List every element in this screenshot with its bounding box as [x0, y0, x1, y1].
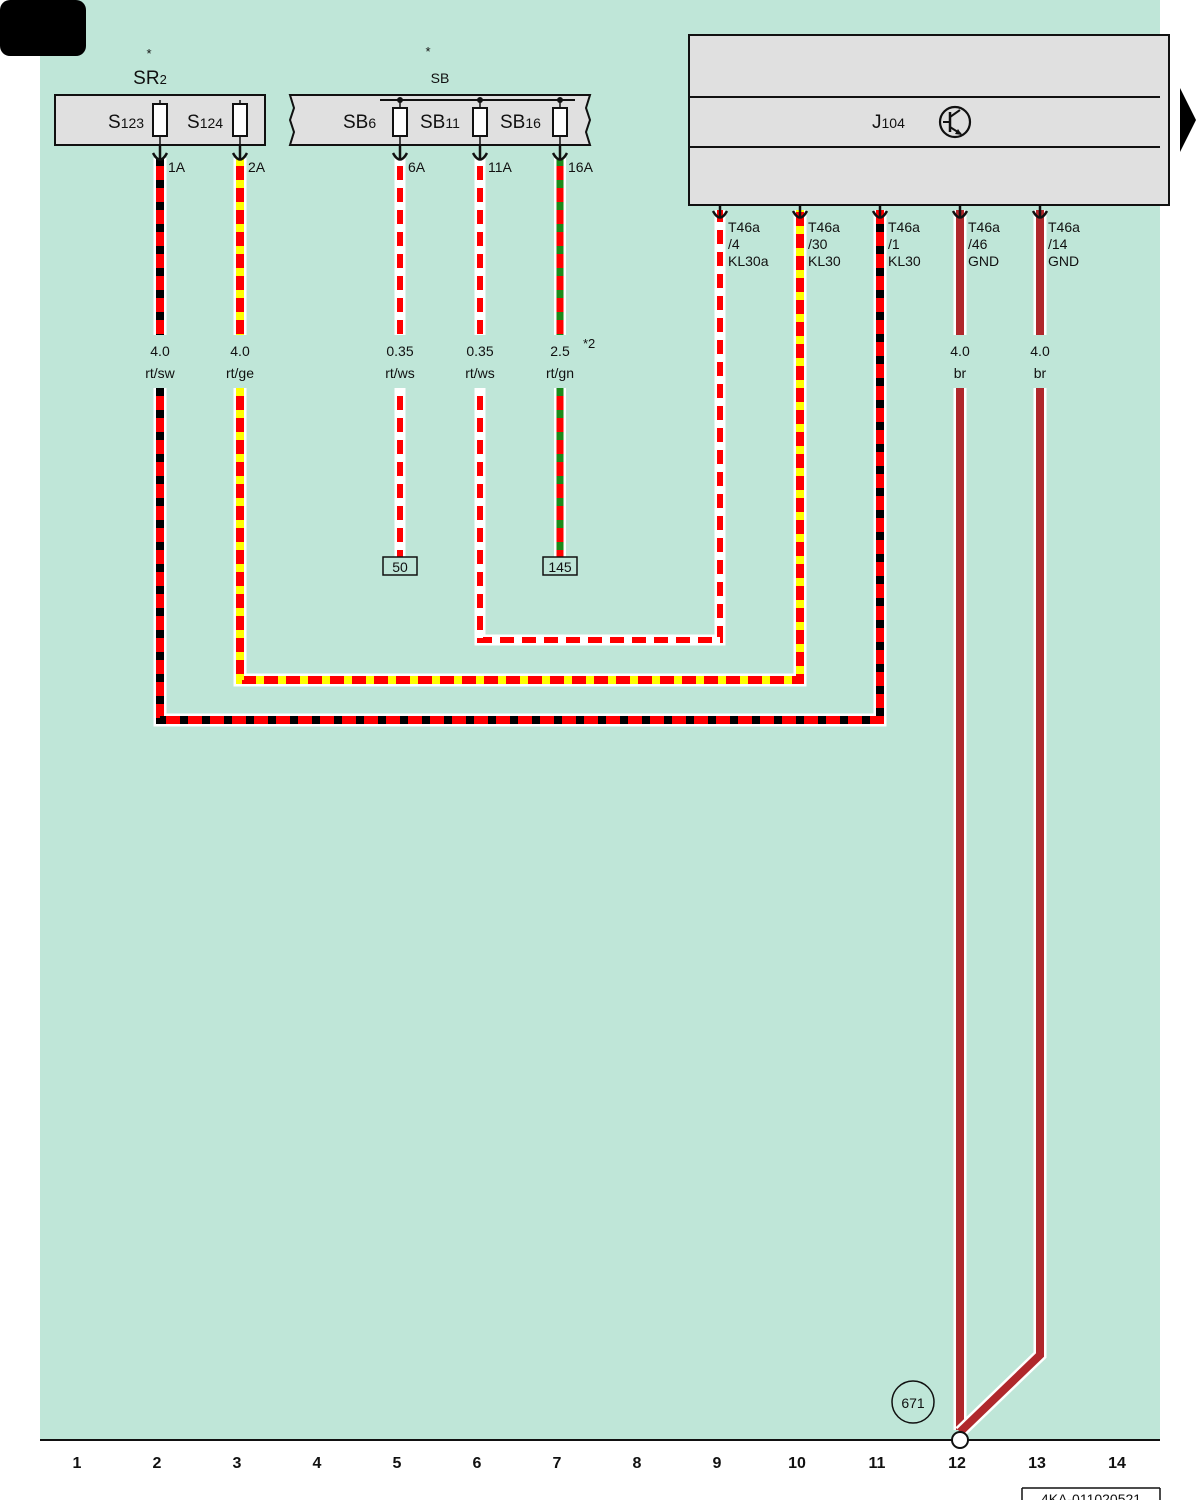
sb-label: SB — [431, 70, 450, 86]
fuse-s123-label: S123 — [108, 112, 144, 133]
wire-group — [153, 158, 1047, 1437]
j104-label: J104 — [872, 112, 905, 133]
wire-note: *2 — [583, 336, 595, 351]
j104-pin-label: GND — [968, 253, 999, 269]
wire-color-label: br — [1034, 365, 1047, 381]
column-number: 12 — [948, 1455, 966, 1472]
connector-icon — [711, 204, 729, 219]
wire-rt-sw — [153, 210, 887, 727]
column-number: 10 — [788, 1455, 806, 1472]
ground-point-label: 671 — [901, 1395, 925, 1411]
j104-pin-label: KL30a — [728, 253, 769, 269]
wire-color-label: rt/ws — [465, 365, 495, 381]
j104-pin-label: T46a — [1048, 219, 1080, 235]
j104-pin-label: T46a — [888, 219, 920, 235]
column-number: 2 — [153, 1455, 162, 1472]
ground-point-icon[interactable]: 671 — [891, 1380, 935, 1424]
wire-size-label: 4.0 — [150, 343, 170, 359]
fuse-icon — [392, 97, 408, 145]
column-number: 11 — [869, 1455, 886, 1472]
transistor-icon — [938, 105, 972, 139]
j104-pin-label: /14 — [1048, 236, 1068, 252]
column-number: 5 — [393, 1455, 402, 1472]
column-number: 7 — [553, 1455, 562, 1472]
connector-icon — [791, 204, 809, 219]
j104-pin-label: /4 — [728, 236, 740, 252]
column-number: 13 — [1028, 1455, 1046, 1472]
wire-color-label: rt/sw — [145, 365, 175, 381]
j104-pin-label: /30 — [808, 236, 828, 252]
wire-color-label: rt/ws — [385, 365, 415, 381]
ref-label-145: 145 — [548, 559, 572, 575]
page-tab — [0, 0, 86, 56]
pin-label-1a: 1A — [168, 159, 186, 175]
wire-br — [955, 388, 1047, 1437]
fuse-sb16-label: SB16 — [500, 112, 541, 133]
wire-color-label: br — [954, 365, 967, 381]
j104-pin-label: T46a — [968, 219, 1000, 235]
wire-rt-ws — [474, 210, 726, 646]
connector-icon — [1031, 204, 1049, 219]
sr2-fuse-holder: * SR2 S123 S124 — [54, 46, 266, 146]
pin-label-11a: 11A — [488, 159, 513, 175]
column-number: 1 — [73, 1455, 82, 1472]
wire-rt-ge — [233, 210, 807, 687]
column-number: 8 — [633, 1455, 642, 1472]
fuse-icon — [232, 100, 248, 145]
wire-size-label: 4.0 — [230, 343, 250, 359]
wire-size-label: 2.5 — [550, 343, 570, 359]
sr2-label: SR2 — [133, 68, 167, 89]
wire-size-label: 0.35 — [466, 343, 493, 359]
pin-label-16a: 16A — [568, 159, 594, 175]
connector-icon — [151, 146, 169, 161]
ref-box-145[interactable] — [542, 556, 578, 576]
column-number: 6 — [473, 1455, 482, 1472]
j104-pin-label: T46a — [728, 219, 760, 235]
fuse-s124-label: S124 — [187, 112, 223, 133]
j104-pin-label: T46a — [808, 219, 840, 235]
j104-pin-label: /1 — [888, 236, 900, 252]
connector-icon — [391, 146, 409, 161]
column-number: 9 — [713, 1455, 722, 1472]
connector-icon — [951, 204, 969, 219]
column-number: 14 — [1108, 1455, 1126, 1472]
column-number: 4 — [313, 1455, 322, 1472]
fuse-sb6-label: SB6 — [343, 112, 376, 133]
doc-id: 4KA-011020521 — [1041, 1491, 1141, 1500]
connector-icon — [471, 146, 489, 161]
j104-control-unit: J104 — [688, 34, 1170, 206]
pin-label-6a: 6A — [408, 159, 426, 175]
j104-pin-label: KL30 — [888, 253, 921, 269]
sr2-star: * — [146, 46, 151, 61]
fuse-sb11-label: SB11 — [420, 112, 460, 133]
pin-label-2a: 2A — [248, 159, 266, 175]
wire-color-label: rt/ge — [226, 365, 254, 381]
connector-icon — [231, 146, 249, 161]
connector-icon — [871, 204, 889, 219]
connector-icon — [551, 146, 569, 161]
sb-fuse-holder: * SB SB6 SB11 SB16 — [288, 44, 592, 146]
j104-pin-label: GND — [1048, 253, 1079, 269]
sb-star: * — [425, 44, 430, 59]
wire-color-label: rt/gn — [546, 365, 574, 381]
ref-label-50: 50 — [392, 559, 408, 575]
wire-size-label: 0.35 — [386, 343, 413, 359]
fuse-icon — [552, 97, 568, 145]
page-continue-arrow-icon[interactable] — [1180, 88, 1196, 152]
wire-size-label: 4.0 — [950, 343, 970, 359]
wire-size-label: 4.0 — [1030, 343, 1050, 359]
j104-pin-label: KL30 — [808, 253, 841, 269]
j104-pin-label: /46 — [968, 236, 988, 252]
column-number: 3 — [233, 1455, 242, 1472]
ground-junction — [951, 1431, 969, 1449]
fuse-icon — [472, 97, 488, 145]
ref-box-50[interactable] — [382, 556, 418, 576]
fuse-icon — [152, 100, 168, 145]
